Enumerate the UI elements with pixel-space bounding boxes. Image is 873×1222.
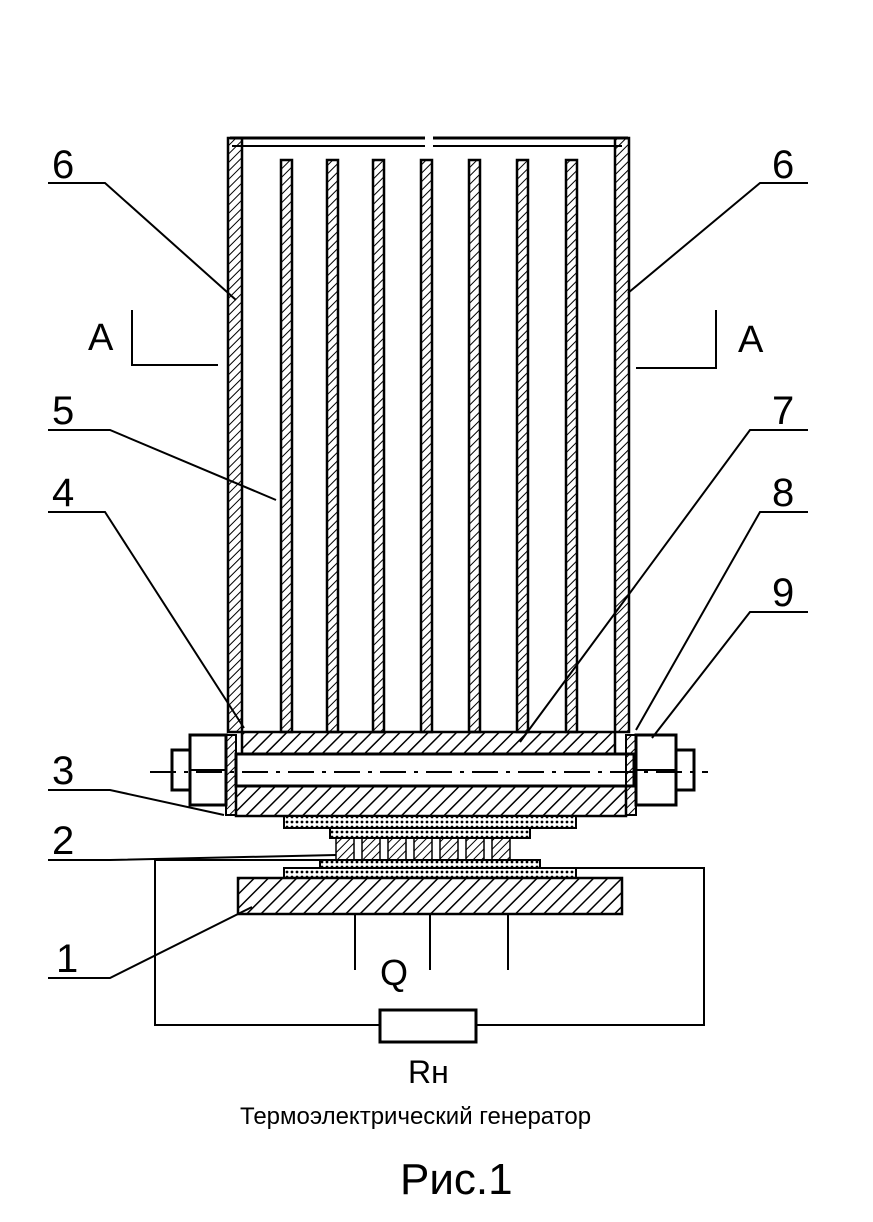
- upper-plate: [242, 732, 615, 754]
- load-resistance-label: Rн: [408, 1054, 449, 1090]
- label-3: 3: [52, 749, 74, 793]
- thermoelectric-module: [284, 828, 576, 878]
- spreader-lower-step: [284, 816, 576, 828]
- label-1: 1: [56, 937, 78, 981]
- label-8: 8: [772, 471, 794, 515]
- load-resistor: [380, 1010, 476, 1042]
- label-7: 7: [772, 389, 794, 433]
- label-6-right: 6: [772, 143, 794, 187]
- caption: Термоэлектрический генератор: [240, 1103, 591, 1130]
- label-9: 9: [772, 571, 794, 615]
- label-2: 2: [52, 819, 74, 863]
- heat-flow-arrows: [355, 914, 508, 970]
- figure-label: Рис.1: [400, 1155, 513, 1204]
- section-label-left: A: [88, 317, 114, 359]
- heat-flux-label: Q: [380, 952, 408, 993]
- label-5: 5: [52, 389, 74, 433]
- label-6-left: 6: [52, 143, 74, 187]
- heat-spreader-plate: [236, 786, 626, 816]
- heat-source-plate: [238, 878, 622, 914]
- cooling-fins: [281, 160, 577, 732]
- section-label-right: A: [738, 319, 764, 361]
- label-4: 4: [52, 471, 74, 515]
